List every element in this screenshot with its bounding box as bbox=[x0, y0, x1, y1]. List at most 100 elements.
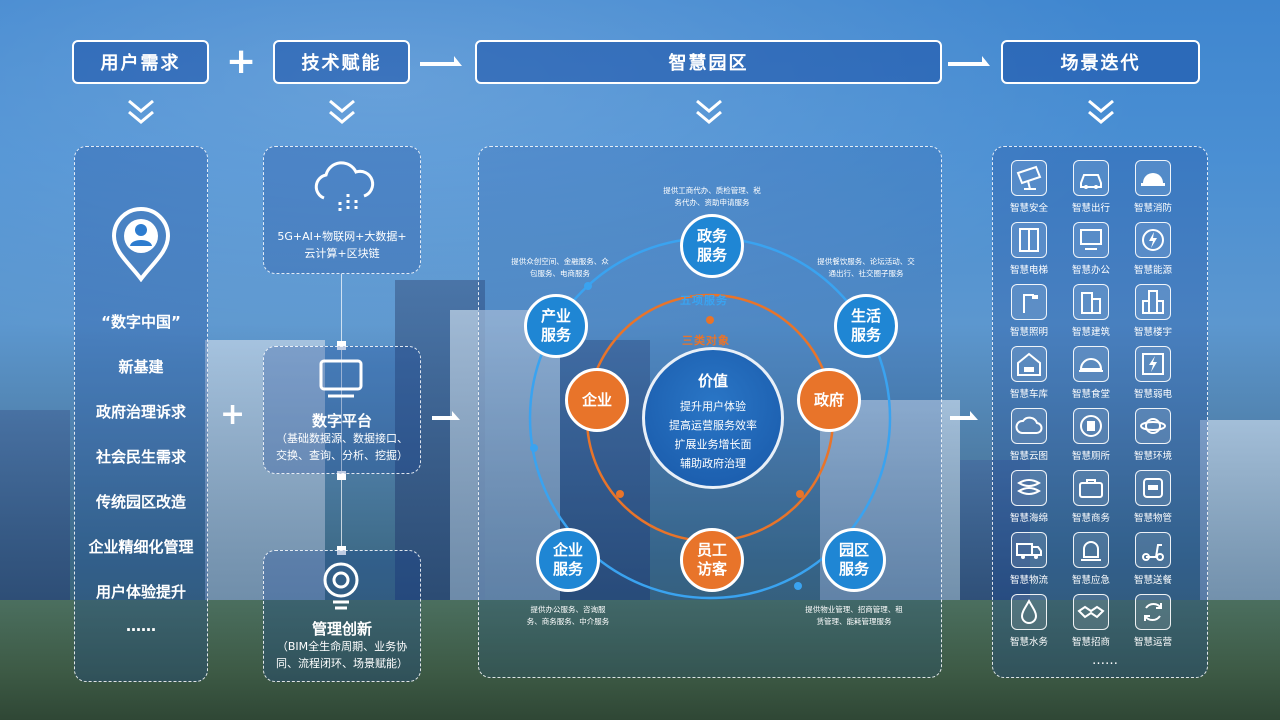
desc-gov: 提供工商代办、质检管理、税 务代办、资助申请服务 bbox=[652, 185, 772, 209]
scene-item: 智慧照明 bbox=[1000, 284, 1058, 338]
briefcase-icon bbox=[1073, 470, 1109, 506]
app-icon bbox=[1135, 470, 1171, 506]
scene-label: 智慧照明 bbox=[1009, 327, 1048, 338]
digital-platform-desc: （基础数据源、数据接口、 交换、查询、分析、挖掘） bbox=[263, 430, 421, 464]
object-staff-line: 员工 bbox=[696, 541, 727, 559]
garage-icon bbox=[1011, 346, 1047, 382]
scene-label: 智慧建筑 bbox=[1071, 327, 1110, 338]
needs-list: “数字中国” 新基建 政府治理诉求 社会民生需求 传统园区改造 企业精细化管理 … bbox=[74, 300, 208, 641]
double-chevron-down-icon bbox=[329, 99, 355, 124]
scene-item: 智慧消防 bbox=[1124, 160, 1182, 214]
scene-label: 智慧环境 bbox=[1133, 451, 1172, 462]
tower-icon bbox=[1135, 284, 1171, 320]
service-enterprise-line: 服务 bbox=[552, 560, 583, 578]
monitor-icon bbox=[319, 359, 363, 398]
scene-label: 智慧消防 bbox=[1133, 203, 1172, 214]
service-park-node: 园区服务 bbox=[822, 528, 886, 592]
tech-cloud-text: 5G+AI+物联网+大数据+ 云计算+区块链 bbox=[263, 228, 421, 262]
scene-label: 智慧商务 bbox=[1071, 513, 1110, 524]
scene-item: 智慧水务 bbox=[1000, 594, 1058, 648]
cloud-data-icon bbox=[314, 161, 375, 212]
scene-item: 智慧应急 bbox=[1062, 532, 1120, 586]
need-item: “数字中国” bbox=[101, 313, 181, 331]
scene-label: 智慧招商 bbox=[1071, 637, 1110, 648]
digital-platform-title: 数字平台 bbox=[311, 412, 372, 430]
scene-label: 智慧弱电 bbox=[1133, 389, 1172, 400]
alarm-icon bbox=[1073, 532, 1109, 568]
need-item-more: …… bbox=[126, 617, 156, 635]
scene-item: 智慧出行 bbox=[1062, 160, 1120, 214]
scene-label: 智慧安全 bbox=[1009, 203, 1048, 214]
toilet-icon bbox=[1073, 408, 1109, 444]
scene-item: 智慧运营 bbox=[1124, 594, 1182, 648]
need-item: 政府治理诉求 bbox=[95, 403, 186, 421]
sponge-icon bbox=[1011, 470, 1047, 506]
cloud-map-icon bbox=[1011, 408, 1047, 444]
double-chevron-down-icon bbox=[1088, 99, 1114, 124]
service-industry-node: 产业服务 bbox=[524, 294, 588, 358]
tech-cloud-line: 5G+AI+物联网+大数据+ bbox=[277, 230, 407, 243]
need-item: 社会民生需求 bbox=[95, 448, 186, 466]
tech-connector-line bbox=[341, 274, 342, 554]
user-pin-icon bbox=[111, 207, 171, 282]
object-company-label: 企业 bbox=[581, 390, 612, 409]
dish-icon bbox=[1073, 346, 1109, 382]
connector-node bbox=[337, 471, 346, 480]
scene-label: 智慧云图 bbox=[1009, 451, 1048, 462]
management-innovation-desc-line: 同、流程闭环、场景赋能） bbox=[276, 657, 408, 670]
scene-item: 智慧食堂 bbox=[1062, 346, 1120, 400]
object-government-label: 政府 bbox=[813, 390, 844, 409]
desc-life: 提供餐饮服务、论坛活动、交 通出行、社交圈子服务 bbox=[806, 256, 926, 280]
cycle-icon bbox=[1135, 594, 1171, 630]
header-scene-iteration: 场景迭代 bbox=[1001, 40, 1200, 84]
desc-enterprise: 提供办公服务、咨询服 务、商务服务、中介服务 bbox=[510, 604, 626, 628]
service-gov-node: 政务服务 bbox=[680, 214, 744, 278]
desc-enterprise-line: 务、商务服务、中介服务 bbox=[526, 617, 610, 626]
scenes-more: …… bbox=[1092, 653, 1118, 668]
desc-life-line: 提供餐饮服务、论坛活动、交 bbox=[817, 257, 915, 266]
desc-park-line: 赁管理、能耗管理服务 bbox=[816, 617, 892, 626]
desc-industry-line: 提供众创空间、金融服务、众 bbox=[511, 257, 609, 266]
value-core-title: 价值 bbox=[697, 372, 728, 390]
scene-item: 智慧招商 bbox=[1062, 594, 1120, 648]
camera-icon bbox=[1011, 160, 1047, 196]
value-core-item: 提升用户体验 bbox=[680, 400, 746, 413]
value-core-item: 扩展业务增长面 bbox=[674, 438, 752, 451]
desc-industry: 提供众创空间、金融服务、众 包服务、电商服务 bbox=[500, 256, 620, 280]
desc-gov-line: 提供工商代办、质检管理、税 bbox=[663, 186, 761, 195]
energy-icon bbox=[1135, 222, 1171, 258]
ring-outer-label: 五项服务 bbox=[680, 294, 728, 307]
service-life-line: 服务 bbox=[850, 326, 881, 344]
scene-label: 智慧物流 bbox=[1009, 575, 1048, 586]
handshake-icon bbox=[1073, 594, 1109, 630]
management-innovation-desc-line: （BIM全生命周期、业务协 bbox=[276, 640, 408, 653]
desc-enterprise-line: 提供办公服务、咨询服 bbox=[530, 605, 606, 614]
scene-label: 智慧送餐 bbox=[1133, 575, 1172, 586]
scene-item: 智慧厕所 bbox=[1062, 408, 1120, 462]
digital-platform-desc-line: 交换、查询、分析、挖掘） bbox=[276, 449, 408, 462]
scene-item: 智慧能源 bbox=[1124, 222, 1182, 276]
desc-life-line: 通出行、社交圈子服务 bbox=[828, 269, 904, 278]
scooter-icon bbox=[1135, 532, 1171, 568]
header-tech-enable: 技术赋能 bbox=[273, 40, 410, 84]
desc-gov-line: 务代办、资助申请服务 bbox=[674, 198, 750, 207]
scene-label: 智慧物管 bbox=[1133, 513, 1172, 524]
car-icon bbox=[1073, 160, 1109, 196]
background-building bbox=[205, 340, 325, 640]
object-staff-line: 访客 bbox=[696, 560, 727, 578]
desc-park: 提供物业管理、招商管理、租 赁管理、能耗管理服务 bbox=[794, 604, 914, 628]
tech-cloud-line: 云计算+区块链 bbox=[304, 247, 380, 260]
plus-icon: + bbox=[226, 41, 257, 82]
service-gov-line: 政务 bbox=[696, 227, 727, 245]
digital-platform-desc-line: （基础数据源、数据接口、 bbox=[276, 432, 408, 445]
ring-inner-label: 三类对象 bbox=[682, 334, 730, 347]
scene-label: 智慧海绵 bbox=[1009, 513, 1048, 524]
scene-label: 智慧办公 bbox=[1071, 265, 1110, 276]
service-life-line: 生活 bbox=[850, 307, 881, 325]
service-enterprise-node: 企业服务 bbox=[536, 528, 600, 592]
desc-industry-line: 包服务、电商服务 bbox=[530, 269, 590, 278]
connector-node bbox=[337, 341, 346, 350]
scene-label: 智慧水务 bbox=[1009, 637, 1048, 648]
ground bbox=[0, 600, 1280, 720]
right-arrow-icon bbox=[950, 411, 978, 420]
